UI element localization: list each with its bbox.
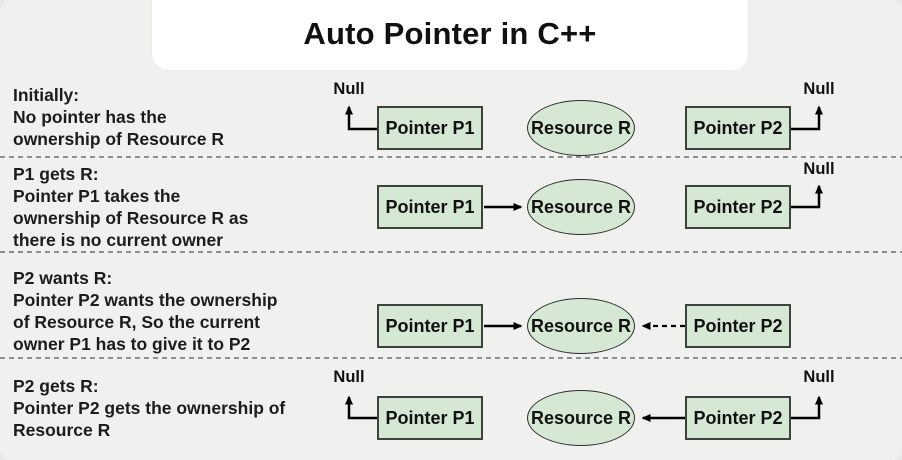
row1-pointer-p1-box: Pointer P1 <box>377 106 483 150</box>
row4-null-label-right: Null <box>803 368 835 386</box>
row3-pointer-p1-box: Pointer P1 <box>377 304 483 348</box>
row4-heading: P2 gets R: <box>13 376 99 396</box>
row4-null-arrow-p2 <box>791 395 823 420</box>
row2-resource-ellipse: Resource R <box>527 179 635 235</box>
row1-null-arrow-p1 <box>345 105 377 131</box>
row2-pointer-p1-box: Pointer P1 <box>377 185 483 229</box>
row4-null-arrow-p1 <box>345 395 377 420</box>
row4-description: P2 gets R: Pointer P2 gets the ownership… <box>13 375 285 441</box>
row3-line1: Pointer P2 wants the ownership <box>13 290 278 310</box>
row4-null-label-left: Null <box>333 368 365 386</box>
row1-null-arrow-p2 <box>791 105 823 131</box>
row4-line2: Resource R <box>13 420 111 440</box>
row1-heading: Initially: <box>13 85 80 105</box>
row2-pointer-p2-box: Pointer P2 <box>685 185 791 229</box>
row1-line1: No pointer has the <box>13 107 167 127</box>
row-separator-2 <box>0 251 902 253</box>
row2-line3: there is no current owner <box>13 230 224 250</box>
row2-line2: ownership of Resource R as <box>13 208 249 228</box>
row2-null-label-right: Null <box>803 160 835 178</box>
page-title: Auto Pointer in C++ <box>303 16 597 51</box>
row4-pointer-p1-box: Pointer P1 <box>377 396 483 440</box>
title-card: Auto Pointer in C++ <box>152 0 748 70</box>
row1-line2: ownership of Resource R <box>13 129 225 149</box>
row3-line3: owner P1 has to give it to P2 <box>13 334 251 354</box>
row1-description: Initially: No pointer has the ownership … <box>13 84 224 150</box>
row4-resource-ellipse: Resource R <box>527 390 635 446</box>
row3-line2: of Resource R, So the current <box>13 312 260 332</box>
row1-pointer-p2-box: Pointer P2 <box>685 106 791 150</box>
row4-line1: Pointer P2 gets the ownership of <box>13 398 286 418</box>
row4-pointer-p2-box: Pointer P2 <box>685 396 791 440</box>
row3-resource-ellipse: Resource R <box>527 298 635 354</box>
row3-pointer-p2-box: Pointer P2 <box>685 304 791 348</box>
row2-heading: P1 gets R: <box>13 164 99 184</box>
row3-heading: P2 wants R: <box>13 268 113 288</box>
row-separator-3 <box>0 357 902 359</box>
row-separator-1 <box>0 156 902 158</box>
row2-description: P1 gets R: Pointer P1 takes the ownershi… <box>13 163 248 251</box>
row2-line1: Pointer P1 takes the <box>13 186 181 206</box>
row1-null-label-right: Null <box>803 80 835 98</box>
row3-description: P2 wants R: Pointer P2 wants the ownersh… <box>13 267 278 355</box>
row1-null-label-left: Null <box>333 80 365 98</box>
row1-resource-ellipse: Resource R <box>527 100 635 156</box>
row2-null-arrow-p2 <box>791 184 823 209</box>
